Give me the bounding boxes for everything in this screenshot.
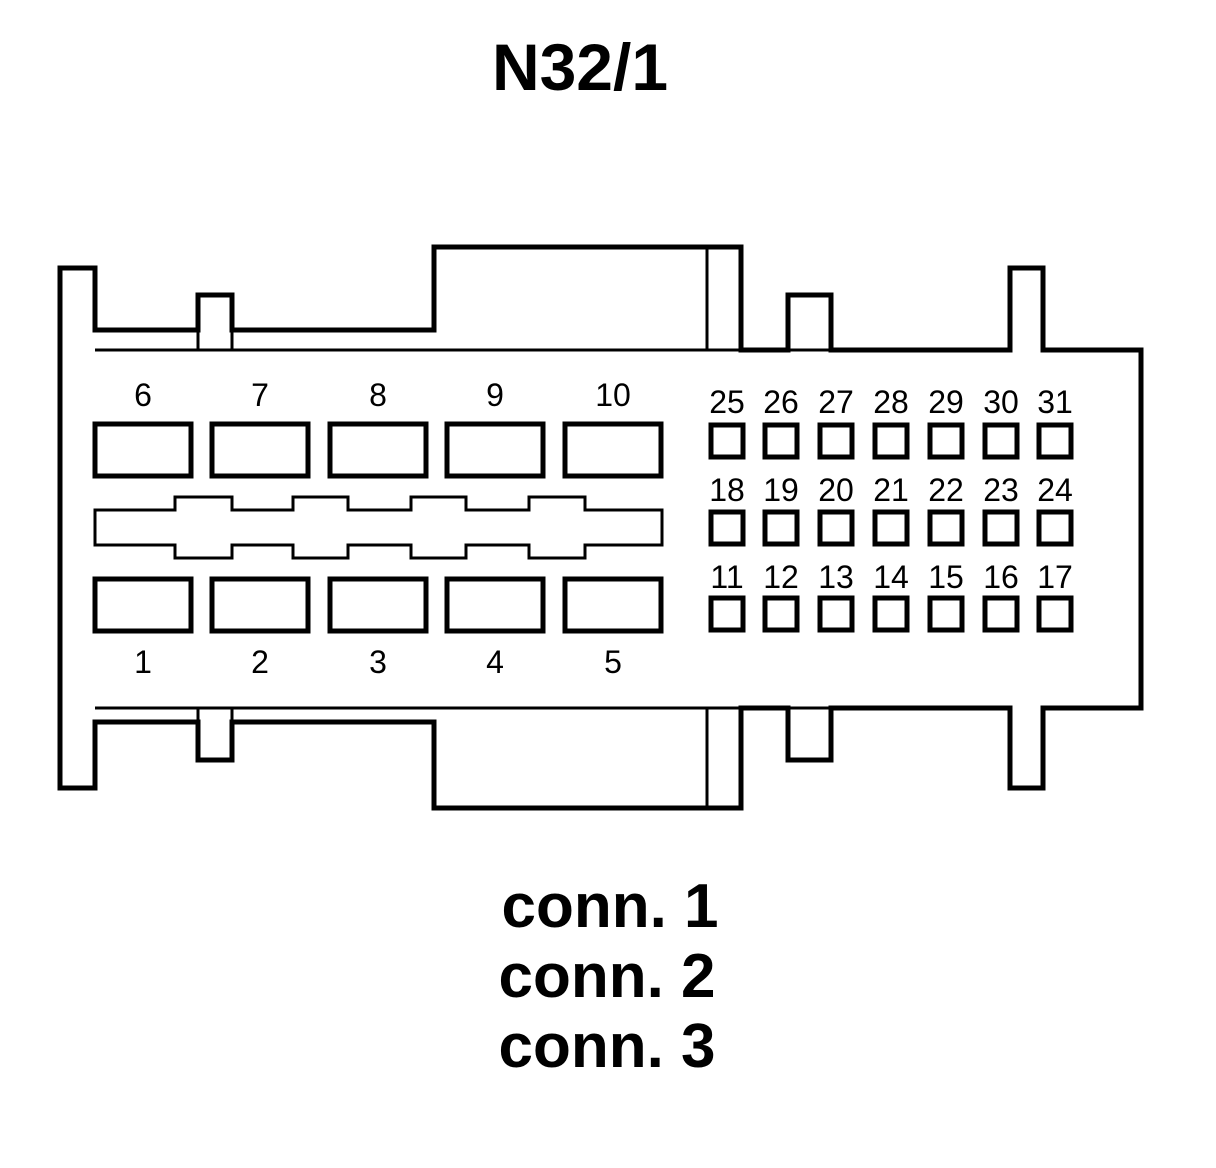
pin-number-label: 25 [709, 384, 745, 420]
small-pin [762, 422, 800, 460]
pin-number-label: 26 [763, 384, 799, 420]
large-pin [92, 421, 194, 479]
pin-number-label: 20 [818, 472, 854, 508]
small-pin [982, 509, 1020, 547]
pin-number-label: 28 [873, 384, 909, 420]
pin-number-label: 4 [486, 644, 504, 680]
pin-number-label: 7 [251, 377, 269, 413]
pin-number-label: 8 [369, 377, 387, 413]
pin-number-label: 17 [1037, 559, 1073, 595]
large-pin [562, 421, 664, 479]
pin-number-label: 31 [1037, 384, 1073, 420]
large-pin [92, 576, 194, 634]
pin-number-label: 14 [873, 559, 909, 595]
small-pin [708, 422, 746, 460]
pin-number-label: 16 [983, 559, 1019, 595]
small-pin [872, 595, 910, 633]
pin-number-label: 5 [604, 644, 622, 680]
pin-number-label: 30 [983, 384, 1019, 420]
pin-number-label: 27 [818, 384, 854, 420]
pin-number-label: 12 [763, 559, 799, 595]
pin-number-label: 18 [709, 472, 745, 508]
pin-number-label: 23 [983, 472, 1019, 508]
small-pin [817, 509, 855, 547]
small-pin [708, 595, 746, 633]
connector-housing [57, 244, 1144, 811]
large-pin [327, 576, 429, 634]
large-pin [562, 576, 664, 634]
small-pin [1036, 422, 1074, 460]
large-pin-group: 6 7 8 9 10 1 2 3 4 5 [92, 377, 664, 680]
small-pin [708, 509, 746, 547]
pin-number-label: 3 [369, 644, 387, 680]
large-pin [209, 576, 311, 634]
small-pin [927, 509, 965, 547]
connector-label-2: conn. 2 [498, 942, 715, 1011]
pin-number-label: 13 [818, 559, 854, 595]
small-pin [872, 422, 910, 460]
pin-number-label: 11 [710, 559, 743, 595]
small-pin [762, 595, 800, 633]
small-pin [927, 595, 965, 633]
large-pin [444, 421, 546, 479]
large-pin [327, 421, 429, 479]
small-pin [927, 422, 965, 460]
large-pin [209, 421, 311, 479]
small-pin [817, 422, 855, 460]
small-pin [817, 595, 855, 633]
diagram-title: N32/1 [492, 30, 668, 104]
small-pin [1036, 509, 1074, 547]
pin-number-label: 9 [486, 377, 504, 413]
key-strip [93, 495, 664, 560]
small-pin [762, 509, 800, 547]
pin-number-label: 15 [928, 559, 964, 595]
small-pin [982, 595, 1020, 633]
pin-number-label: 6 [134, 377, 152, 413]
small-pin [982, 422, 1020, 460]
connector-label-1: conn. 1 [501, 872, 718, 941]
pin-number-label: 21 [873, 472, 909, 508]
pin-number-label: 29 [928, 384, 964, 420]
pin-number-label: 1 [134, 644, 152, 680]
connector-label-3: conn. 3 [498, 1012, 715, 1081]
pin-number-label: 10 [595, 377, 631, 413]
pin-number-label: 19 [763, 472, 799, 508]
small-pin-group: 25 26 27 28 29 30 31 18 19 20 21 22 23 24 11 12 13 14 15 16… [708, 384, 1074, 633]
small-pin [872, 509, 910, 547]
pin-number-label: 2 [251, 644, 269, 680]
large-pin [444, 576, 546, 634]
small-pin [1036, 595, 1074, 633]
pin-number-label: 24 [1037, 472, 1073, 508]
pin-number-label: 22 [928, 472, 964, 508]
